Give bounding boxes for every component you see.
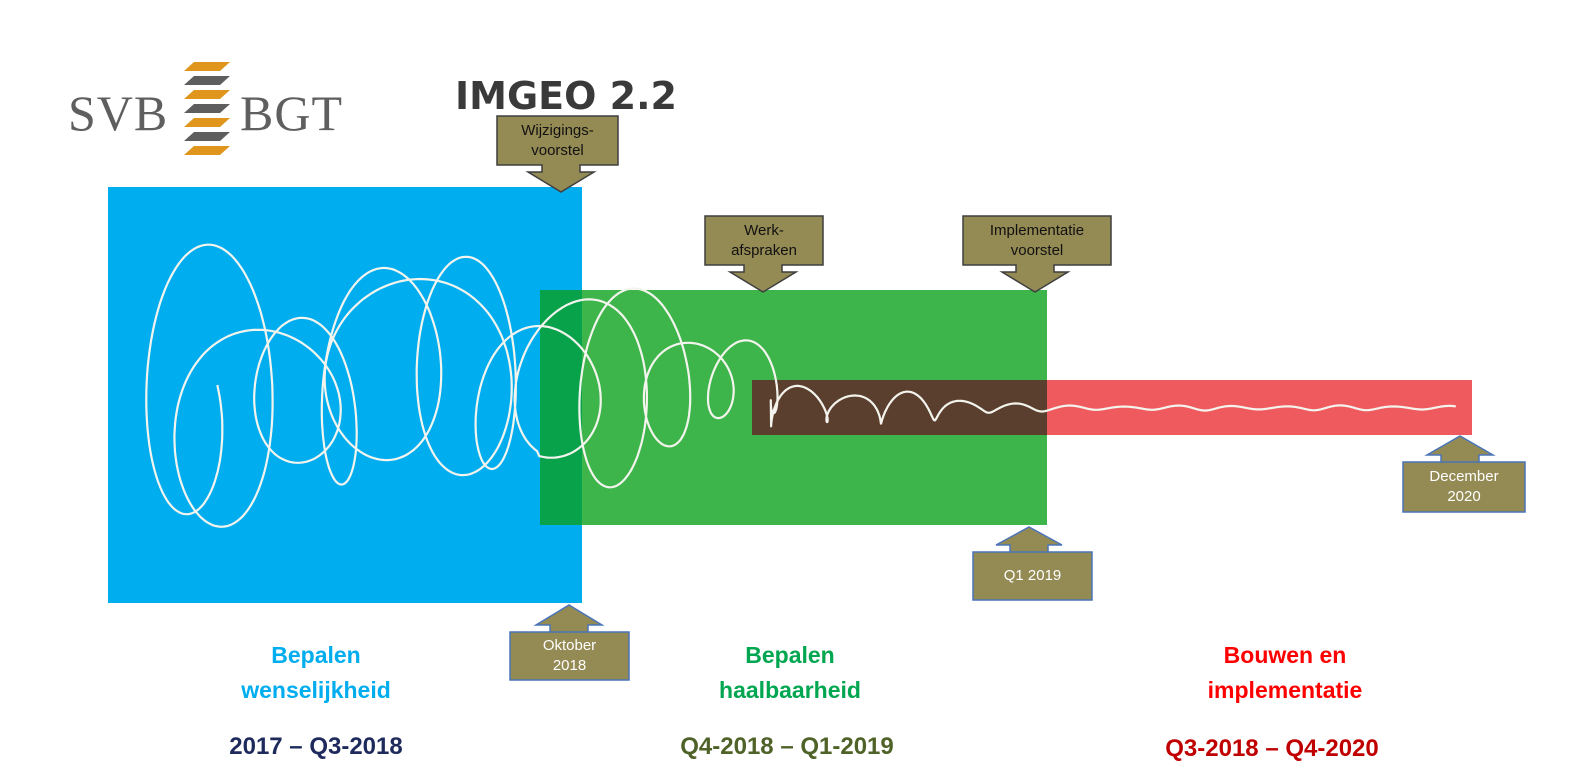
callout-wijzigingsvoorstel-shape <box>496 115 619 193</box>
logo-stripe <box>184 146 230 155</box>
logo-text-bgt: BGT <box>240 85 343 141</box>
callout-q1-2019: Q1 2019 <box>973 566 1092 586</box>
logo-stripe <box>184 76 230 85</box>
logo-stripe <box>184 104 230 113</box>
scribble-line <box>145 243 1457 528</box>
phase-period-wenselijkheid: 2017 – Q3-2018 <box>229 733 403 760</box>
phase-label-line: wenselijkheid <box>241 677 391 703</box>
callout-december-2020: December 2020 <box>1403 467 1525 507</box>
callout-implementatievoorstel: Implementatie voorstel <box>963 221 1111 261</box>
phase-label-line: Bepalen <box>271 642 361 668</box>
callout-wijzigingsvoorstel: Wijzigings- voorstel <box>497 121 618 161</box>
phase-period-implementatie: Q3-2018 – Q4-2020 <box>1165 735 1379 762</box>
phase-block-wenselijkheid <box>108 187 582 603</box>
callout-line: Werk- <box>744 222 784 239</box>
phase-label-line: Bepalen <box>745 642 835 668</box>
callout-line: Q1 2019 <box>1003 567 1062 584</box>
overlap-bar <box>752 380 1047 435</box>
callout-line: December <box>1429 468 1499 485</box>
callout-line: voorstel <box>531 142 584 159</box>
callout-line: 2020 <box>1447 488 1481 505</box>
callout-werkafspraken: Werk- afspraken <box>705 221 823 261</box>
phase-label-implementatie: Bouwen en implementatie <box>1135 638 1435 708</box>
callout-oktober-2018: Oktober 2018 <box>510 636 629 676</box>
callout-line: afspraken <box>731 242 797 259</box>
callout-line: Wijzigings- <box>521 122 594 139</box>
overlap-region <box>540 290 582 525</box>
logo-stripe <box>184 90 230 99</box>
callout-line: Oktober <box>542 637 597 654</box>
logo-stripe <box>184 62 230 71</box>
phase-label-line: implementatie <box>1207 677 1363 703</box>
logo-stripe <box>184 118 230 127</box>
callout-implementatievoorstel-shape <box>962 215 1112 293</box>
logo-icon <box>184 62 230 155</box>
phase-label-haalbaarheid: Bepalen haalbaarheid <box>640 638 940 708</box>
phase-label-wenselijkheid: Bepalen wenselijkheid <box>166 638 466 708</box>
page-title: IMGEO 2.2 <box>455 74 677 118</box>
logo-text-svb: SVB <box>68 85 169 141</box>
phase-period-haalbaarheid: Q4-2018 – Q1-2019 <box>680 733 894 760</box>
callout-line: voorstel <box>1010 242 1064 259</box>
callout-oktober-2018-shape <box>509 604 630 681</box>
callout-q1-2019-shape <box>972 526 1093 601</box>
callout-werkafspraken-shape <box>704 215 824 293</box>
phase-label-line: Bouwen en <box>1223 642 1347 668</box>
phase-label-line: haalbaarheid <box>719 677 861 703</box>
callout-december-2020-shape <box>1402 435 1526 513</box>
callout-line: Implementatie <box>989 222 1085 239</box>
logo-stripe <box>184 132 230 141</box>
callout-line: 2018 <box>552 657 587 674</box>
